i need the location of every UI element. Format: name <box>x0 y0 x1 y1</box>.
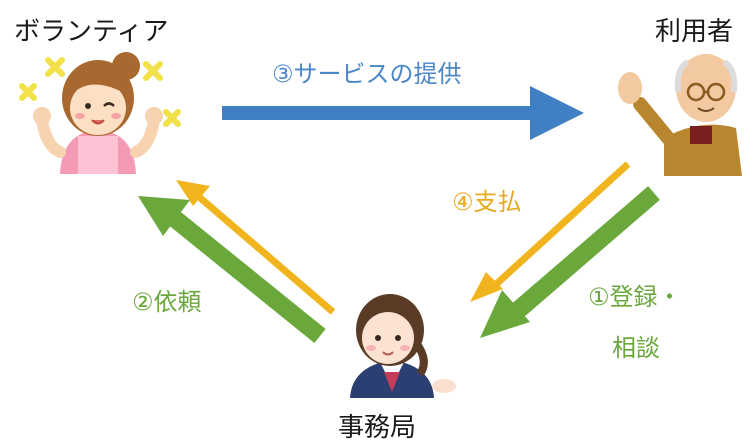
office-label: 事務局 <box>338 413 416 443</box>
payment-arrow <box>470 161 631 302</box>
user-illustration <box>618 54 742 176</box>
request-arrow <box>138 196 326 343</box>
service-arrow <box>222 86 584 140</box>
request-flow-label: ②依頼 <box>132 288 202 316</box>
payment-flow-label: ④支払 <box>452 188 522 216</box>
user-label: 利用者 <box>655 17 733 47</box>
service-flow-label: ③サービスの提供 <box>272 60 462 88</box>
office-staff-illustration <box>350 294 456 398</box>
volunteer-label: ボランティア <box>14 17 168 47</box>
register-flow-label-line1: ①登録・ <box>588 283 682 311</box>
register-flow-label-line2: 相談 <box>612 334 660 362</box>
request-support-arrow <box>176 180 336 315</box>
register-arrow <box>480 186 660 338</box>
volunteer-illustration <box>19 52 181 174</box>
sparkle-icon <box>19 57 181 127</box>
